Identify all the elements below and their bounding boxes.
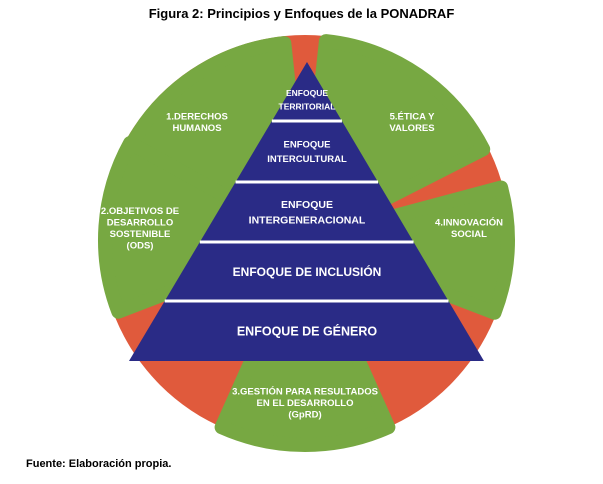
pyramid-level-territorial-label: TERRITORIAL [279,101,336,111]
pyramid-level-inclusion-label: ENFOQUE DE INCLUSIÓN [233,264,382,279]
principle-label-line: VALORES [389,123,434,134]
principle-label-line: (GpRD) [288,410,321,421]
principle-label-line: SOSTENIBLE [110,229,171,240]
pyramid-level-intercultural-label: ENFOQUE [284,140,331,151]
principle-label-line: 5.ÉTICA Y [390,111,436,122]
pyramid-level-genero-label: ENFOQUE DE GÉNERO [237,324,378,339]
principle-label-line: (ODS) [127,240,154,251]
figure-source: Fuente: Elaboración propia. [26,458,172,470]
pyramid [129,62,484,361]
principle-label-line: HUMANOS [172,123,221,134]
principle-label-line: 2.OBJETIVOS DE [101,206,179,217]
principle-label-line: 3.GESTIÓN PARA RESULTADOS [232,386,378,398]
pyramid-level-intergeneracional-label: ENFOQUE [281,199,333,211]
segment-ods [98,136,312,319]
principle-label-line: 4.INNOVACIÓN [435,216,503,228]
pyramid-level-intergeneracional-label: INTERGENERACIONAL [249,215,366,227]
pyramid-level-territorial-label: ENFOQUE [286,88,328,98]
principle-label-line: SOCIAL [451,229,487,240]
pyramid-level-intercultural-label: INTERCULTURAL [267,154,347,165]
principle-label-line: 1.DERECHOS [166,111,228,122]
principle-label-line: EN EL DESARROLLO [257,398,354,409]
principle-label-line: DESARROLLO [107,217,174,228]
figure-title: Figura 2: Principios y Enfoques de la PO… [148,6,455,21]
